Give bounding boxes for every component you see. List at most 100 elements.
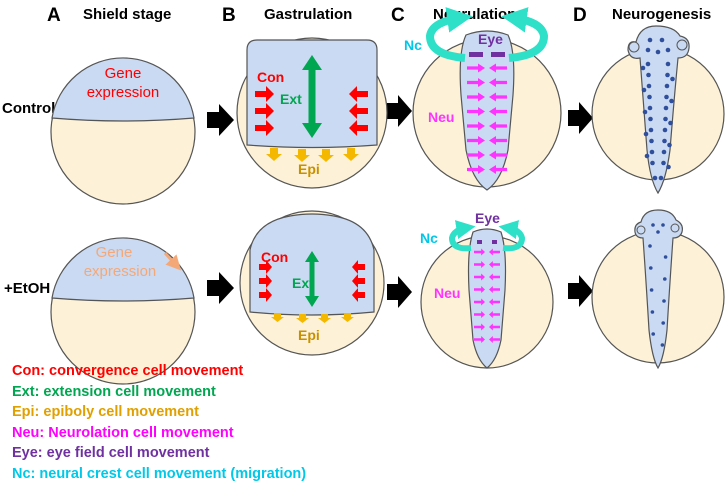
neu-arrow-left: [467, 121, 485, 131]
neu-arrow-left: [467, 165, 485, 174]
eye: [636, 225, 646, 235]
step-arrow-b-c-etoh: [387, 276, 412, 308]
neu-arrow-right: [489, 248, 500, 256]
nc-arrow-left: [425, 7, 473, 62]
neu-arrow-right: [489, 311, 500, 318]
neuron-dot: [662, 138, 667, 144]
legend-entry: Ext: extension cell movement: [12, 383, 216, 400]
legend-entry: Eye: eye field cell movement: [12, 445, 210, 462]
step-arrow-c-d-control: [568, 102, 593, 134]
neuron-dot: [649, 149, 655, 155]
neu-arrow-left: [474, 248, 485, 256]
neu-arrows: [467, 63, 507, 174]
neuron-dot: [647, 94, 652, 100]
embryo-a-etoh: Gene expression: [50, 237, 196, 385]
neu-arrow-left: [474, 323, 485, 331]
blastoderm-cap: [51, 57, 195, 122]
neuron-dot: [642, 109, 648, 115]
neu-arrow-right: [489, 92, 507, 102]
neu-arrow-left: [474, 336, 485, 343]
neuron-dot: [658, 175, 664, 181]
con-label: Con: [257, 69, 284, 85]
neu-arrow-right: [489, 165, 507, 174]
neuron-dot: [663, 105, 669, 111]
eye-field-right: [491, 52, 505, 57]
legend-entry: Epi: epiboly cell movement: [12, 404, 199, 421]
neuron-dots: [648, 223, 668, 347]
neuron-dot: [662, 299, 666, 303]
gene-expression-line1: Gene: [96, 244, 133, 261]
gene-expression-line2: expression: [87, 84, 160, 101]
neuron-dot: [655, 49, 661, 55]
neu-arrow-left: [467, 136, 485, 145]
neu-label: Neu: [428, 109, 454, 125]
stage-title-shield: Shield stage: [83, 6, 171, 23]
embryo-c-control: Eye Nc Neu: [404, 7, 562, 191]
epi-label: Epi: [298, 161, 320, 177]
neuron-dot: [645, 61, 651, 67]
neu-arrow-right: [489, 150, 507, 160]
neuron-dot: [664, 94, 669, 100]
neu-arrow-left: [467, 92, 485, 102]
panel-header-b: B Gastrulation: [222, 5, 352, 26]
neuron-dot: [650, 160, 655, 166]
con-arrows-left: [259, 260, 272, 302]
neuron-dot: [645, 47, 651, 53]
epi-arrows: [271, 313, 354, 323]
panel-letter-d: D: [573, 5, 587, 26]
neuron-dot: [661, 223, 665, 227]
step-arrow-a-b-etoh: [207, 272, 234, 304]
neuron-dot: [644, 153, 650, 159]
panel-header-d: D Neurogenesis: [573, 5, 711, 26]
ext-head-down: [305, 296, 319, 307]
embryo-b-etoh: Con Ext Epi: [239, 210, 385, 356]
neuron-dot: [651, 223, 655, 227]
neuron-dot: [643, 131, 649, 137]
row-label-control: Control: [2, 100, 55, 117]
neu-arrow-right: [489, 107, 507, 116]
eye: [670, 223, 680, 233]
eye: [628, 41, 640, 53]
neu-arrow-right: [489, 121, 507, 131]
embryo-b-control: Con Ext Epi: [236, 37, 388, 189]
eye-field-left: [469, 52, 483, 57]
neuron-dot: [665, 61, 671, 67]
neuron-dot: [648, 127, 654, 133]
embryo-d-control: [591, 25, 725, 195]
ext-label: Ext: [280, 91, 302, 107]
neuron-dot: [640, 65, 646, 71]
stage-title-gastrulation: Gastrulation: [264, 6, 352, 23]
neuron-dot: [666, 164, 671, 170]
ext-label: Ext: [292, 275, 314, 291]
neu-arrow-right: [489, 323, 500, 331]
neuron-dot: [647, 37, 653, 43]
neu-arrow-right: [489, 63, 507, 73]
neuron-dot: [663, 255, 668, 259]
neu-arrow-right: [489, 336, 500, 343]
nc-label: Nc: [404, 37, 422, 53]
panel-letter-c: C: [391, 5, 405, 26]
stage-title-neurogenesis: Neurogenesis: [612, 6, 711, 23]
neu-arrows: [474, 248, 500, 343]
nc-arrow-right: [501, 7, 549, 62]
neuron-dot: [670, 76, 675, 82]
neu-arrow-right: [489, 261, 500, 268]
eye-field-right: [492, 240, 497, 244]
legend-entry: Con: convergence cell movement: [12, 363, 244, 379]
neu-arrow-right: [489, 298, 500, 306]
neuron-dot: [669, 98, 674, 104]
neuron-dot: [661, 321, 665, 325]
con-arrows-left: [255, 86, 274, 136]
legend-entry: Nc: neural crest cell movement (migratio…: [12, 465, 307, 482]
step-arrow-b-c-control: [387, 95, 412, 127]
neuron-dot: [649, 288, 654, 292]
neuron-dots: [640, 37, 675, 181]
embryo-body: [634, 209, 683, 370]
panel-letter-a: A: [47, 5, 61, 26]
neu-arrow-left: [474, 261, 485, 268]
nc-arrow-left: [448, 220, 476, 252]
neu-arrow-left: [474, 311, 485, 318]
neuron-dot: [662, 127, 668, 133]
